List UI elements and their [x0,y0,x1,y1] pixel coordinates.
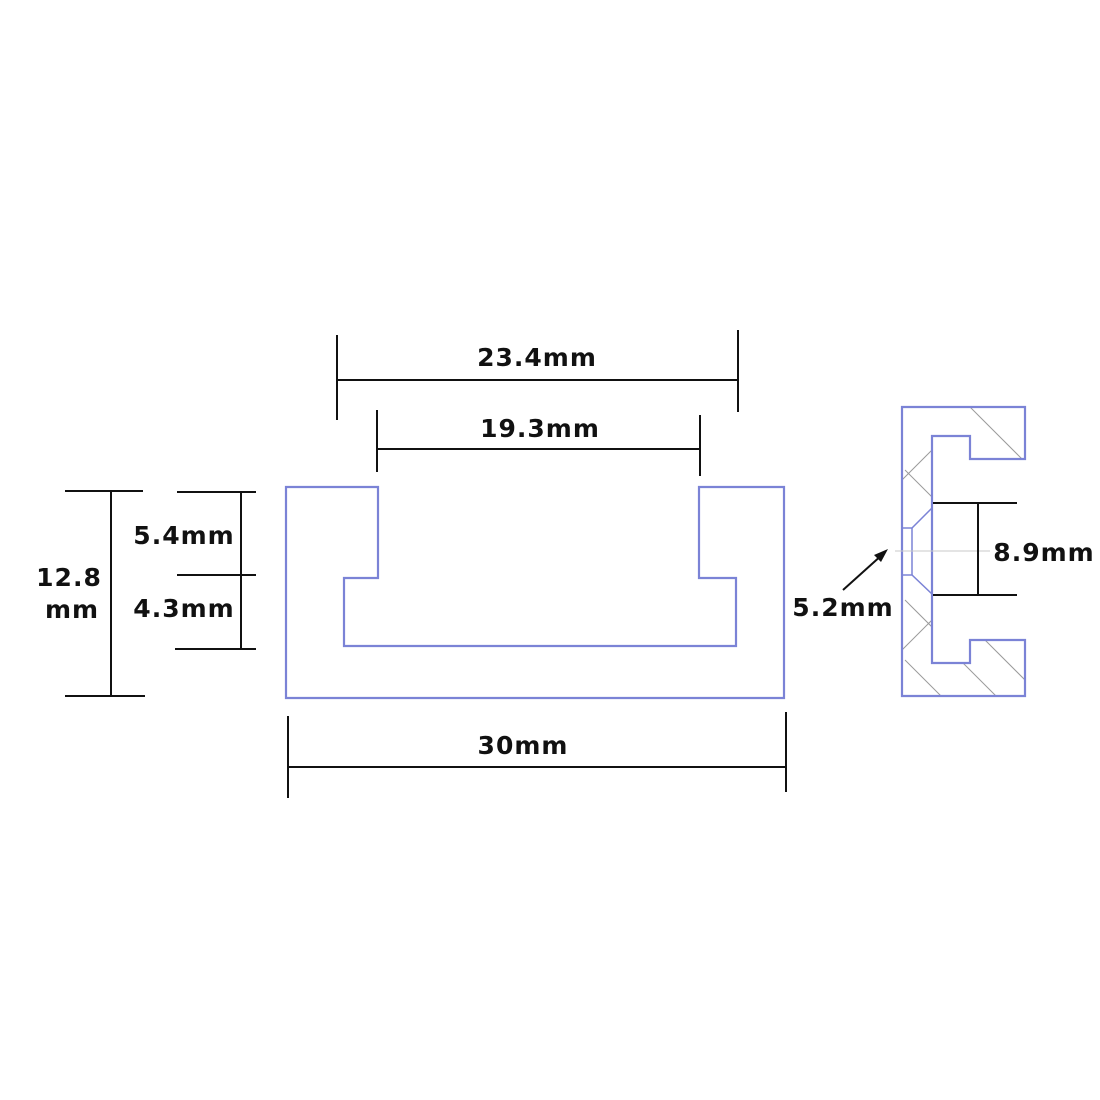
dimension-bottom-width: 30mm [287,712,787,798]
dimension-hole-diameter: 5.2mm [792,549,893,622]
label-hole-height: 8.9mm [993,538,1094,567]
label-total-height-value: 12.8 [36,563,102,592]
dimension-top-outer-width: 23.4mm [336,330,739,420]
section-outline [900,405,1027,698]
label-hole-diameter: 5.2mm [792,593,893,622]
label-upper-height: 5.4mm [133,521,234,550]
t-track-profile [284,485,786,700]
dimension-hole-height: 8.9mm [933,502,1094,596]
label-lower-height: 4.3mm [133,594,234,623]
dimension-total-height: 12.8 mm [36,490,145,697]
dimension-top-inner-width: 19.3mm [376,410,701,476]
label-top-inner-width: 19.3mm [480,414,600,443]
dimension-partial-heights: 5.4mm 4.3mm [133,491,256,650]
label-top-outer-width: 23.4mm [477,343,597,372]
label-total-height-unit: mm [45,595,99,624]
label-bottom-width: 30mm [478,731,569,760]
leader-arrowhead [874,549,888,562]
